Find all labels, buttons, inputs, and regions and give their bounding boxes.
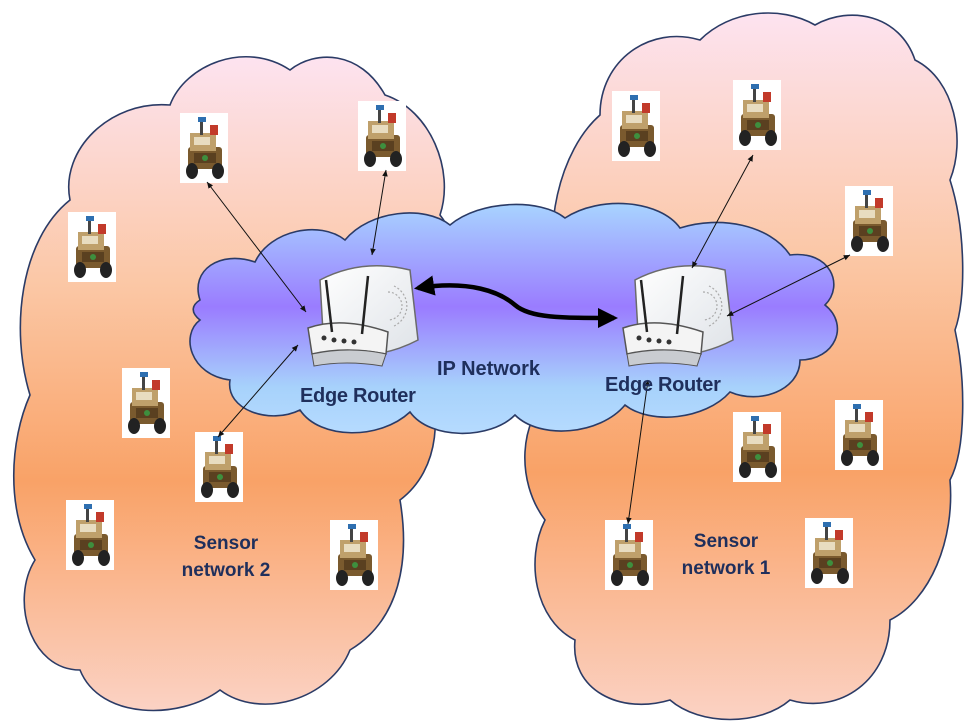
- ip-network-label: IP Network: [437, 358, 540, 380]
- sensor-node: [612, 91, 660, 161]
- sensor-node: [733, 80, 781, 150]
- sensor-network-2-line2: network 2: [181, 560, 271, 581]
- link: [206, 181, 307, 313]
- sensor-network-1-line1: Sensor: [693, 531, 759, 552]
- link: [726, 254, 851, 317]
- edge-router-left-label: Edge Router: [300, 385, 416, 407]
- sensor-node: [122, 368, 170, 438]
- sensor-network-2-line1: Sensor: [193, 533, 259, 554]
- link: [691, 154, 754, 269]
- sensor-node: [68, 212, 116, 282]
- edge-router-right-label: Edge Router: [605, 374, 721, 396]
- sensor-node: [195, 432, 243, 502]
- link: [370, 169, 388, 256]
- sensor-node: [66, 500, 114, 570]
- sensor-node: [733, 412, 781, 482]
- sensor-node: [358, 101, 406, 171]
- sensor-node: [805, 518, 853, 588]
- sensor-node: [330, 520, 378, 590]
- link: [217, 344, 299, 438]
- link: [626, 379, 650, 525]
- sensor-node: [835, 400, 883, 470]
- sensor-node: [180, 113, 228, 183]
- sensor-network-1-label: Sensor network 1: [666, 528, 786, 582]
- router-link: [413, 275, 619, 329]
- sensor-network-1-line2: network 1: [681, 558, 771, 579]
- sensor-node: [605, 520, 653, 590]
- sensor-node: [845, 186, 893, 256]
- sensor-network-2-label: Sensor network 2: [166, 530, 286, 584]
